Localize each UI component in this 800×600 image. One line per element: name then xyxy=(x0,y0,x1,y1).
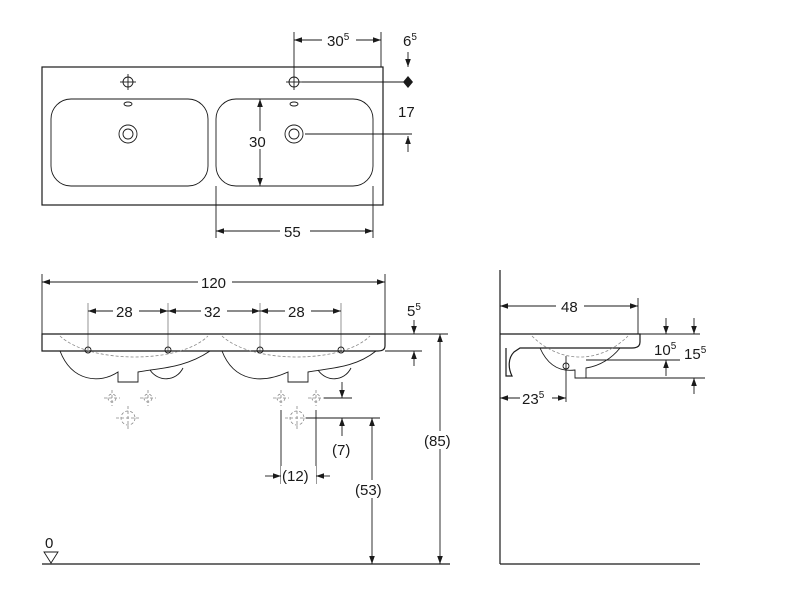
front-tap-marks xyxy=(84,346,345,354)
dim-tap-spacing: 305 xyxy=(327,32,350,50)
basin-outline-top xyxy=(41,66,384,206)
basin-profile-side xyxy=(500,333,641,377)
drain-left-icon xyxy=(118,124,138,144)
dim-mount-height: (85) xyxy=(424,433,451,450)
dim-rim-drop: 105 xyxy=(654,341,677,359)
overflow-right-icon xyxy=(289,101,299,107)
dim-edge-offset: 65 xyxy=(403,32,417,50)
dim-waste-offset: 235 xyxy=(522,390,545,408)
dim-spacing-right: 28 xyxy=(288,304,305,321)
dim-trap-height: (53) xyxy=(355,482,382,499)
dim-projection: 48 xyxy=(561,299,578,316)
bowl-right-underside xyxy=(221,350,377,383)
dim-bowl-width: 55 xyxy=(284,224,301,241)
left-bowl xyxy=(50,98,209,187)
tap-hole-left-icon xyxy=(120,74,136,90)
basin-outline-front xyxy=(41,333,386,352)
tap-hole-right-icon xyxy=(286,74,302,90)
dim-overall-width: 120 xyxy=(201,275,226,292)
dim-spacing-left: 28 xyxy=(116,304,133,321)
dim-total-drop: 155 xyxy=(684,345,707,363)
trap-symbols-right xyxy=(273,390,324,430)
right-bowl xyxy=(215,98,374,187)
dim-rim-thickness: 55 xyxy=(407,302,421,320)
trap-symbols-left xyxy=(104,390,156,430)
dim-trap-horizontal: (12) xyxy=(282,468,309,485)
dim-trap-offset: (7) xyxy=(332,442,350,459)
dim-bowl-depth: 30 xyxy=(249,134,266,151)
dim-tap-to-waste: 17 xyxy=(398,104,415,121)
front-view: 120 28 32 28 55 xyxy=(41,272,459,565)
dim-spacing-center: 32 xyxy=(204,304,221,321)
side-view: 48 105 155 235 xyxy=(499,270,707,565)
drain-right-icon xyxy=(284,124,304,144)
top-view: 305 65 17 30 55 xyxy=(41,31,417,241)
bowl-left-underside xyxy=(59,350,211,383)
floor-label: 0 xyxy=(45,535,53,552)
overflow-left-icon xyxy=(123,101,133,107)
floor-level-icon xyxy=(43,551,59,564)
